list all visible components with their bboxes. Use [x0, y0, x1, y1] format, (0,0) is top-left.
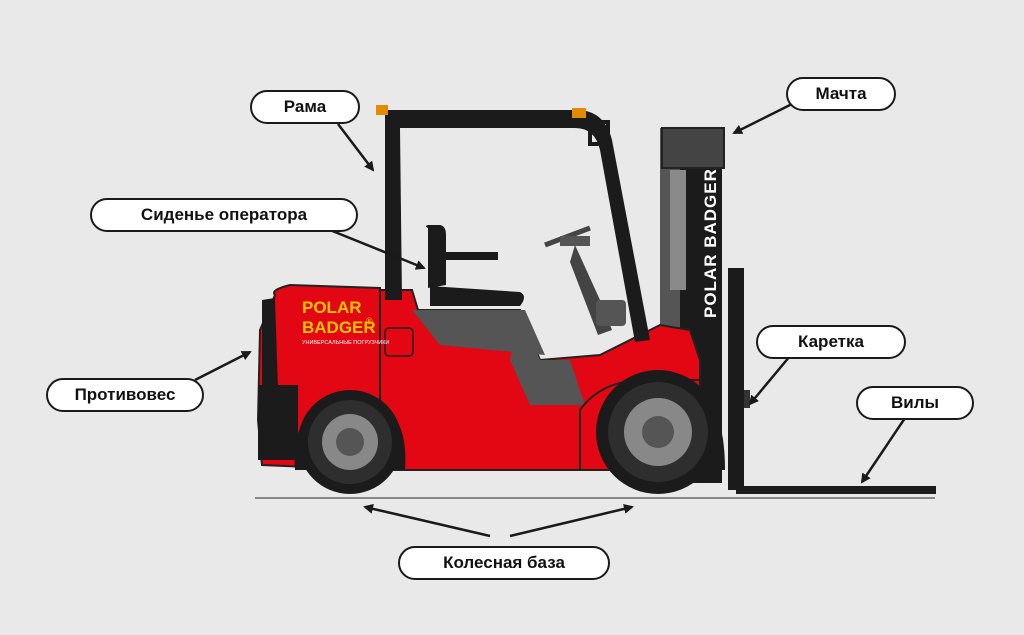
carriage: [728, 268, 750, 490]
label-counterweight: Противовес: [46, 378, 204, 412]
wheel-icon: [596, 370, 720, 494]
wheel-icon: [298, 390, 402, 494]
arrow-wheelbase-right: [509, 503, 634, 538]
arrow-frame: [337, 123, 375, 172]
callout-arrows: [194, 102, 907, 538]
label-carriage: Каретка: [756, 325, 906, 359]
brand-line2: BADGER: [302, 318, 376, 337]
brand-logo: POLAR BADGER ® УНИВЕРСАЛЬНЫЕ ПОГРУЗЧИКИ: [302, 298, 389, 346]
label-seat: Сиденье оператора: [90, 198, 358, 232]
mast-brand-text: POLAR BADGER: [701, 168, 720, 318]
arrow-counterweight: [194, 350, 252, 382]
warning-light-icon: [376, 105, 388, 115]
arrow-seat: [324, 226, 426, 270]
label-wheelbase: Колесная база: [398, 546, 610, 580]
brand-line1: POLAR: [302, 298, 362, 317]
label-mast: Мачта: [786, 77, 896, 111]
label-frame: Рама: [250, 90, 360, 124]
brand-registered: ®: [366, 316, 373, 326]
arrow-carriage: [748, 355, 791, 406]
arrow-mast: [732, 102, 793, 135]
seat-icon: [412, 225, 545, 355]
steering-wheel-icon: [544, 225, 626, 335]
frame: [376, 105, 650, 342]
arrow-wheelbase-left: [363, 503, 491, 538]
brand-tagline: УНИВЕРСАЛЬНЫЕ ПОГРУЗЧИКИ: [302, 340, 389, 346]
arrow-forks: [860, 417, 907, 484]
label-forks: Вилы: [856, 386, 974, 420]
forks: [736, 486, 936, 494]
